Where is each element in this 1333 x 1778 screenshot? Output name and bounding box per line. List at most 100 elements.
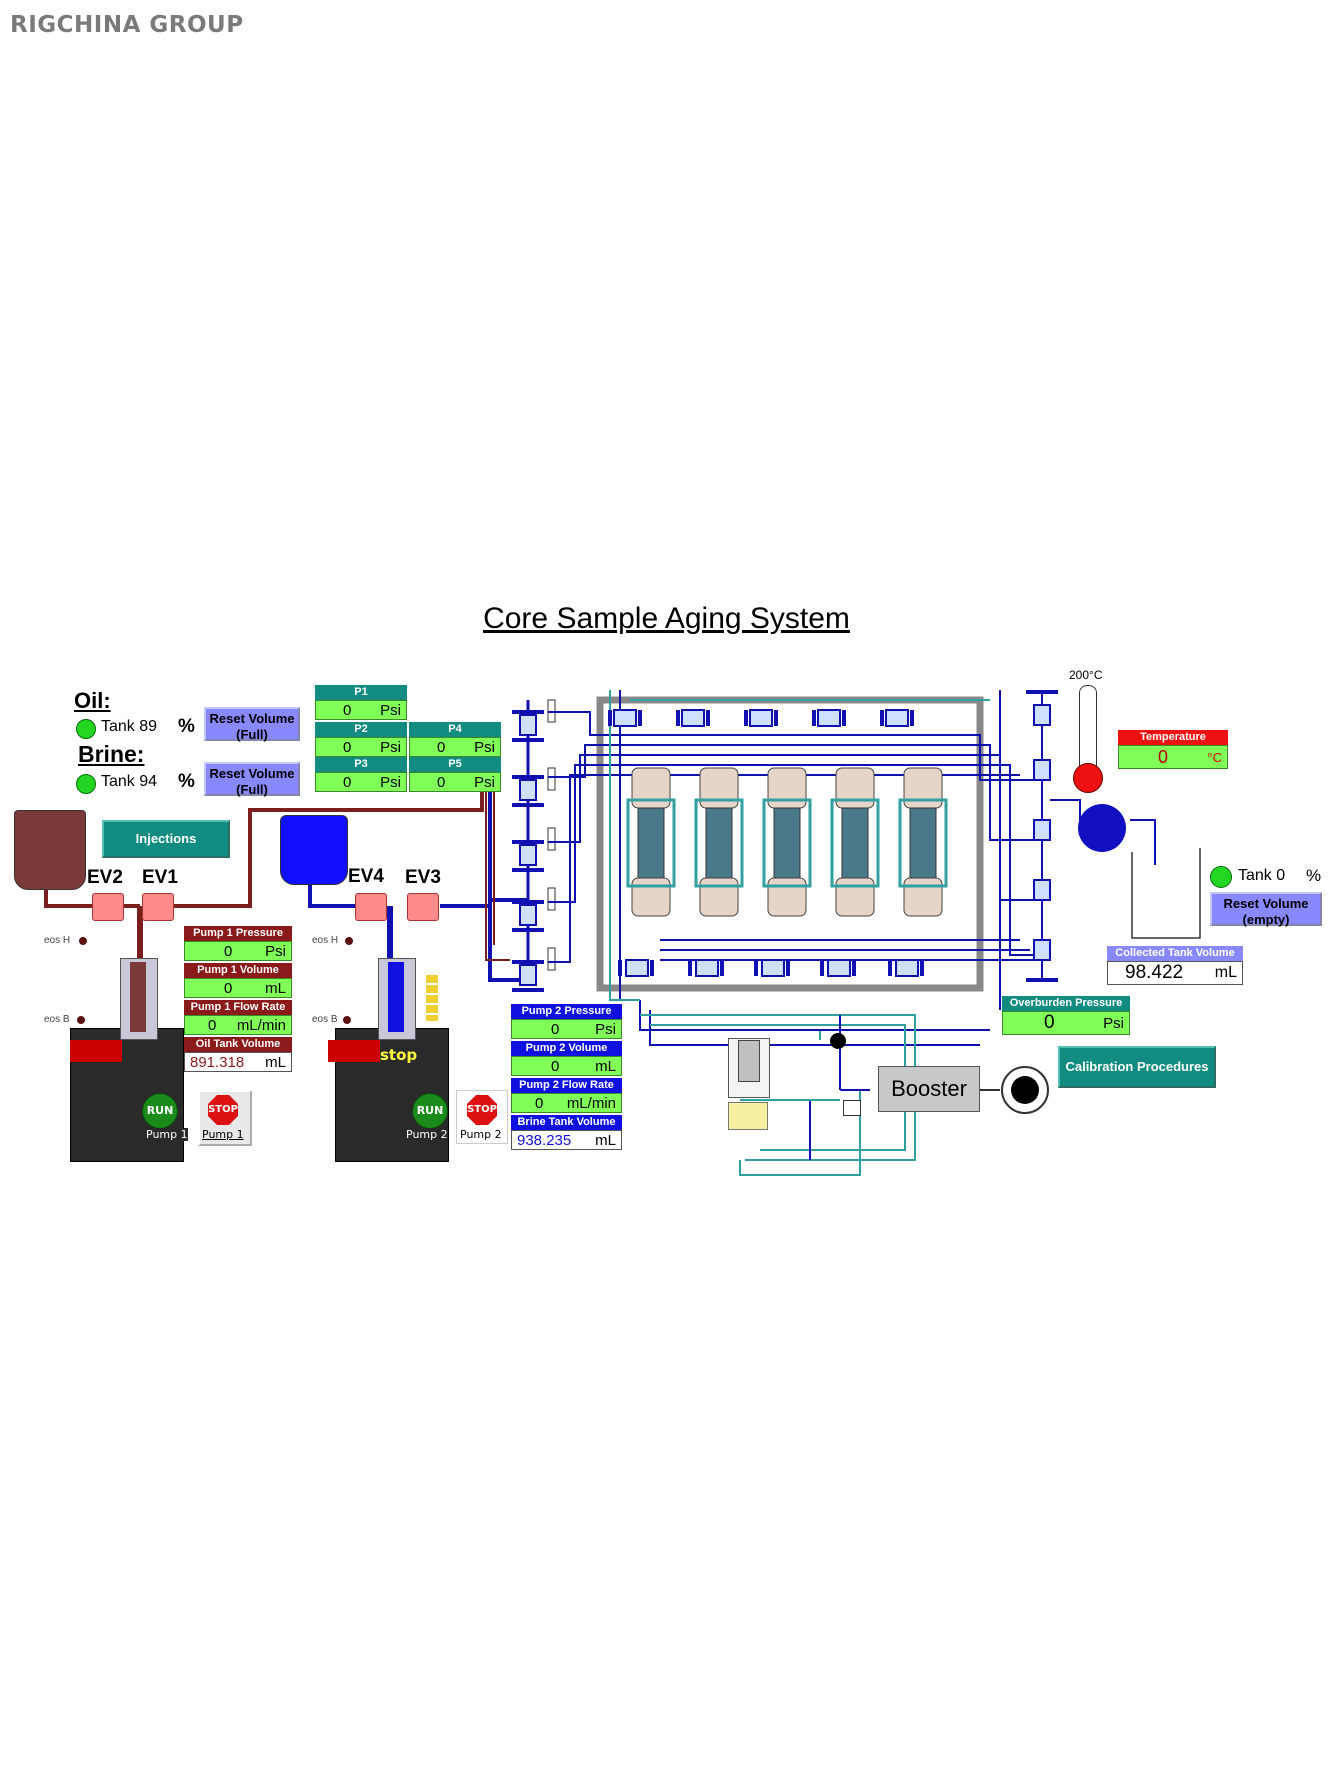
pump2-level-bar [426, 975, 438, 1021]
pump2-piston [388, 962, 404, 1032]
pump1-flow-value: 0 [208, 1016, 217, 1034]
pump2-volume-readout: 0 mL [511, 1056, 622, 1076]
pump2-eos-h-label: eos H [312, 935, 339, 946]
pump1-stop-button[interactable]: STOP [208, 1095, 238, 1125]
ev1-valve[interactable] [142, 893, 174, 921]
ev2-valve[interactable] [92, 893, 124, 921]
p1-label: P1 [315, 685, 407, 700]
overburden-pressure-indicator: Overburden Pressure 0 Psi [1002, 996, 1130, 1035]
pump2-flow-label: Pump 2 Flow Rate [511, 1078, 622, 1093]
oil-tank-level: Tank 89 [101, 718, 158, 735]
pressure-lines [485, 775, 510, 961]
pump1-volume-unit: mL [265, 979, 286, 997]
oil-tank-volume-label: Oil Tank Volume [184, 1037, 292, 1052]
relief-valve [843, 1100, 861, 1116]
overburden-pressure-label: Overburden Pressure [1002, 996, 1130, 1011]
pump2-volume-indicator: Pump 2 Volume 0 mL [511, 1041, 622, 1076]
pump2-run-caption: Pump 2 [406, 1128, 448, 1141]
injections-button[interactable]: Injections [102, 820, 230, 858]
brine-tank-volume-unit: mL [595, 1131, 616, 1149]
pump2-eos-b-indicator [343, 1016, 351, 1024]
collected-tank-status-lamp [1210, 866, 1232, 888]
temperature-indicator: Temperature 0 °C [1118, 730, 1228, 769]
pump2-volume-value: 0 [551, 1057, 560, 1075]
p1-value: 0 [343, 701, 352, 719]
ev4-valve[interactable] [355, 893, 387, 921]
collected-tank-volume-label: Collected Tank Volume [1107, 946, 1243, 961]
p2-readout: 0 Psi [315, 737, 407, 757]
bottom-valve-row [618, 959, 924, 977]
temperature-max-label: 200°C [1069, 668, 1103, 682]
overburden-pressure-value: 0 [1044, 1012, 1055, 1033]
core-holder-5 [898, 767, 948, 917]
oil-tank [14, 810, 86, 890]
pump1-eos-b-indicator [77, 1016, 85, 1024]
calibration-procedures-button[interactable]: Calibration Procedures [1058, 1046, 1216, 1088]
p2-value: 0 [343, 738, 352, 756]
ev1-label: EV1 [142, 867, 178, 888]
pump2-flow-unit: mL/min [566, 1094, 616, 1112]
back-pressure-regulator-core [1084, 810, 1120, 846]
pump2-run-button[interactable]: RUN [412, 1093, 448, 1129]
collected-tank-level: Tank 0 [1238, 867, 1286, 884]
overburden-pressure-readout: 0 Psi [1002, 1011, 1130, 1035]
pump1-pressure-indicator: Pump 1 Pressure 0 Psi [184, 926, 292, 961]
pump2-stop-button[interactable]: STOP [467, 1095, 497, 1125]
brine-tank-status-lamp [76, 774, 96, 794]
p4-value: 0 [437, 738, 446, 756]
p4-readout: 0 Psi [409, 737, 501, 757]
ev3-valve[interactable] [407, 893, 439, 921]
core-holder-3 [762, 767, 812, 917]
pump2-eos-h-indicator [345, 937, 353, 945]
brine-tank-volume-indicator: Brine Tank Volume 938.235 mL [511, 1115, 622, 1150]
temperature-readout: 0 °C [1118, 745, 1228, 769]
pump2-motor [328, 1040, 380, 1062]
pump1-eos-b-label: eos B [44, 1014, 70, 1025]
oil-reset-volume-button[interactable]: Reset Volume (Full) [204, 707, 300, 742]
ev2-label: EV2 [87, 867, 123, 888]
p5-label: P5 [409, 757, 501, 772]
pump1-run-caption: Pump 1 [146, 1128, 188, 1141]
pump2-pressure-label: Pump 2 Pressure [511, 1004, 622, 1019]
p4-label: P4 [409, 722, 501, 737]
core-holder-2 [694, 767, 744, 917]
overburden-pressure-unit: Psi [1103, 1014, 1124, 1032]
brine-reset-volume-button[interactable]: Reset Volume (Full) [204, 762, 300, 797]
p4-unit: Psi [474, 738, 495, 756]
thermometer-tube [1079, 685, 1097, 770]
brine-tank-volume-value: 938.235 [517, 1131, 572, 1149]
temperature-unit: °C [1207, 749, 1222, 765]
air-regulator-body [738, 1040, 760, 1082]
p2-unit: Psi [380, 738, 401, 756]
oil-tank-unit: % [178, 716, 195, 737]
pump2-volume-unit: mL [595, 1057, 616, 1075]
brine-tank-volume-label: Brine Tank Volume [511, 1115, 622, 1130]
pump1-pressure-unit: Psi [265, 942, 286, 960]
temperature-value: 0 [1158, 746, 1169, 767]
temperature-label: Temperature [1118, 730, 1228, 745]
p3-value: 0 [343, 773, 352, 791]
pump2-volume-label: Pump 2 Volume [511, 1041, 622, 1056]
pump1-motor [70, 1040, 122, 1062]
booster-unit[interactable]: Booster [878, 1066, 980, 1112]
collected-reset-volume-button[interactable]: Reset Volume (empty) [1210, 892, 1322, 927]
booster-piping [740, 1015, 1000, 1160]
pump1-pressure-label: Pump 1 Pressure [184, 926, 292, 941]
pump1-eos-h-label: eos H [44, 935, 71, 946]
pump1-pressure-value: 0 [224, 942, 233, 960]
brine-tank [280, 815, 348, 885]
pump1-run-button[interactable]: RUN [142, 1093, 178, 1129]
page-title: Core Sample Aging System [483, 602, 850, 635]
brine-tank-volume-readout: 938.235 mL [511, 1130, 622, 1150]
top-valve-row [608, 709, 914, 727]
